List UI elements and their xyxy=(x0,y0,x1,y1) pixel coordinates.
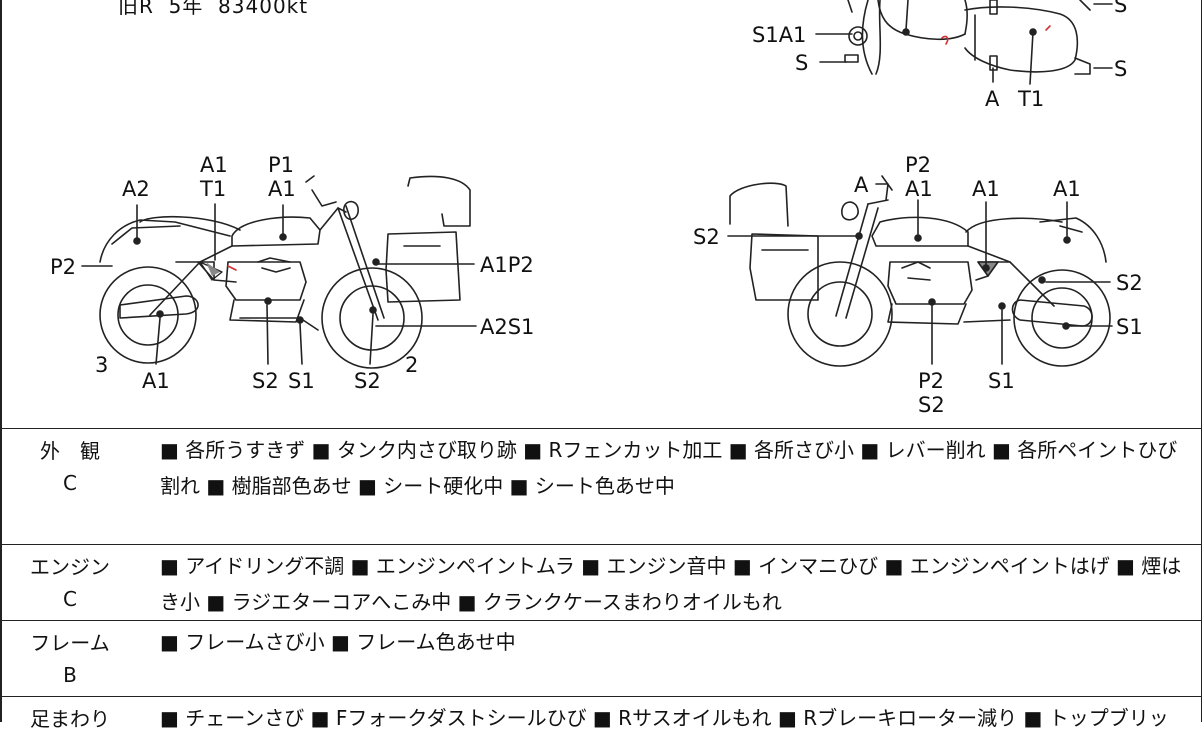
top-view-label-s-right: S xyxy=(1114,57,1127,81)
top-view-label-s1a1: S1A1 xyxy=(752,23,806,47)
top-view-label-s-top-right: S xyxy=(1114,0,1127,17)
top-view-label-a: A xyxy=(985,87,1000,111)
right-label-s2-engine: S2 xyxy=(918,393,945,417)
table-divider xyxy=(0,696,1202,697)
left-label-p2: P2 xyxy=(50,255,76,279)
table-divider-top xyxy=(0,428,1202,429)
left-label-a2: A2 xyxy=(122,177,150,201)
left-label-p1: P1 xyxy=(268,153,294,177)
right-label-s2-box: S2 xyxy=(693,225,720,249)
table-divider xyxy=(0,620,1202,621)
category-label: エンジン xyxy=(0,552,140,582)
right-label-s2-rear: S2 xyxy=(1116,271,1143,295)
left-label-2: 2 xyxy=(405,353,418,377)
right-label-a: A xyxy=(854,173,869,197)
left-label-s2-wheel: S2 xyxy=(354,369,381,393)
left-label-a1p2: A1P2 xyxy=(480,253,534,277)
left-label-s1: S1 xyxy=(288,369,315,393)
right-label-a1-frame: A1 xyxy=(972,177,1000,201)
right-label-s1-wheel: S1 xyxy=(1116,315,1143,339)
category-label: 足まわり xyxy=(0,704,140,734)
grade-label: C xyxy=(0,584,140,614)
right-label-s1-exhaust: S1 xyxy=(988,369,1015,393)
right-label-a1-tail: A1 xyxy=(1053,177,1081,201)
left-label-a1-tank: A1 xyxy=(268,177,296,201)
condition-text: ■ フレームさび小 ■ フレーム色あせ中 xyxy=(160,624,1190,660)
top-view-label-t1: T1 xyxy=(1017,87,1044,111)
motorcycle-damage-diagram: S1A1 S S S A T1 A1 T1 P1 A1 A2 P2 A1P2 A… xyxy=(0,0,1202,430)
grade-label: B xyxy=(0,660,140,690)
table-divider xyxy=(0,544,1202,545)
category-label: 外 観 xyxy=(0,436,140,466)
category-label: フレーム xyxy=(0,628,140,658)
left-label-t1: T1 xyxy=(199,177,226,201)
right-label-p2-engine: P2 xyxy=(918,369,944,393)
right-label-a1-tank: A1 xyxy=(905,177,933,201)
left-label-a1-top: A1 xyxy=(200,153,228,177)
left-label-a1-bottom: A1 xyxy=(142,369,170,393)
right-side-motorcycle xyxy=(728,176,1112,366)
condition-text: ■ アイドリング不調 ■ エンジンペイントムラ ■ エンジン音中 ■ インマニひ… xyxy=(160,548,1190,620)
condition-text: ■ チェーンさび ■ Fフォークダストシールひび ■ Rサスオイルもれ ■ Rブ… xyxy=(160,700,1190,736)
grade-label: C xyxy=(0,468,140,498)
left-label-3: 3 xyxy=(95,353,108,377)
right-label-p2-top: P2 xyxy=(905,153,931,177)
condition-text: ■ 各所うすきず ■ タンク内さび取り跡 ■ Rフェンカット加工 ■ 各所さび小… xyxy=(160,432,1190,504)
top-view-label-s-left: S xyxy=(795,51,808,75)
top-view-motorcycle xyxy=(816,0,1112,84)
left-label-a2s1: A2S1 xyxy=(480,315,534,339)
left-label-s2-engine: S2 xyxy=(252,369,279,393)
left-side-motorcycle xyxy=(82,176,476,368)
